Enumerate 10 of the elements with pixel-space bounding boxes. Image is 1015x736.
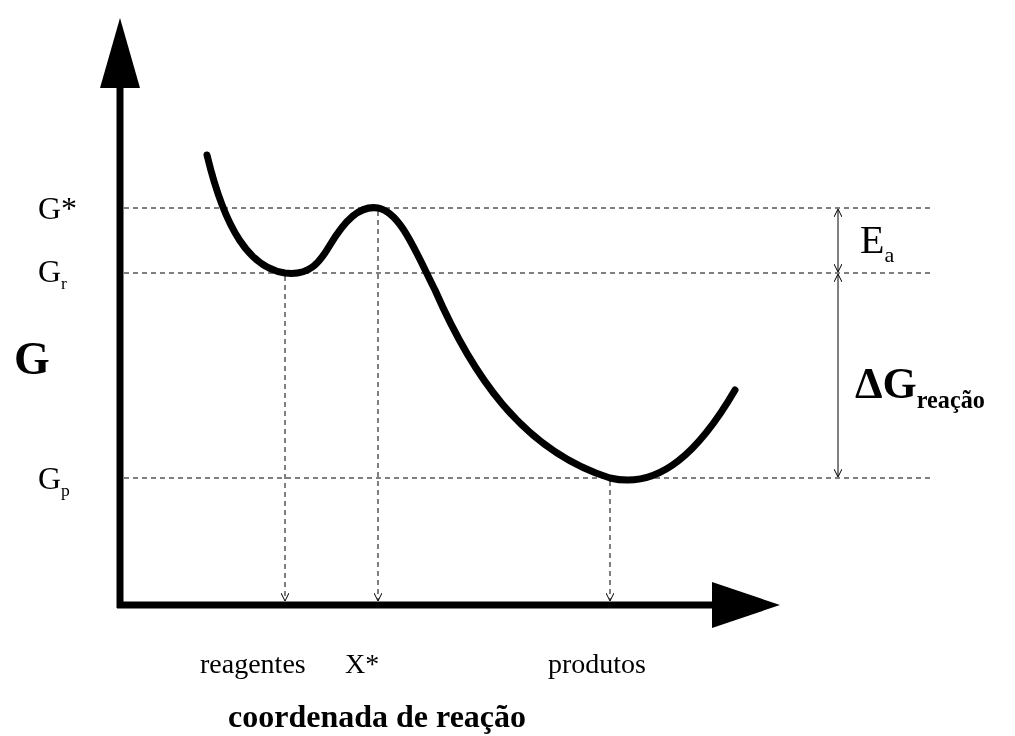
axis-label: produtos (548, 650, 646, 678)
axis-title: G (14, 336, 50, 382)
dimension-label: E$_{a}$ (860, 220, 895, 266)
axis-title: coordenada de reação (228, 700, 527, 732)
axis-label: G* (38, 192, 78, 224)
dimension-label: ΔG$_{reação}$ (855, 362, 985, 412)
axis-label: X* (345, 650, 380, 678)
axis-label: G$_{r}$ (38, 255, 67, 293)
axis-label: G$_{p}$ (38, 462, 70, 500)
axis-label: reagentes (200, 650, 306, 678)
